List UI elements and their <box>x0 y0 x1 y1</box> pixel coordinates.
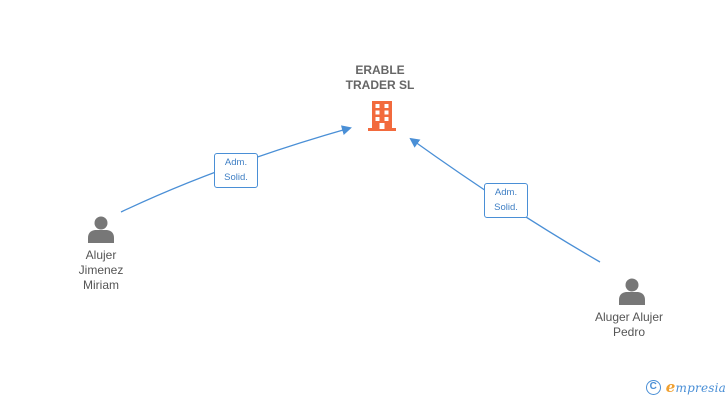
footer-brand[interactable]: C empresia <box>645 378 726 396</box>
edge-label-role: Adm. Solid. <box>214 153 258 188</box>
person-name-line3: Miriam <box>83 278 119 292</box>
person-icon[interactable] <box>617 276 647 306</box>
person-icon[interactable] <box>86 214 116 244</box>
edge-label-line2: Solid. <box>494 202 518 213</box>
person-name-pedro[interactable]: Aluger Alujer Pedro <box>569 310 689 340</box>
brand-name: mpresia <box>675 381 726 395</box>
brand-logo: empresia <box>666 378 726 396</box>
company-name[interactable]: ERABLE TRADER SL <box>320 63 440 93</box>
brand-initial: e <box>665 378 676 396</box>
copyright-icon: C <box>645 379 661 395</box>
edge-label-role: Adm. Solid. <box>484 183 528 218</box>
person-name-line1: Aluger Alujer <box>594 310 664 324</box>
person-name-line2: Pedro <box>612 325 646 339</box>
edge-label-line1: Adm. <box>494 187 518 198</box>
company-name-line1: ERABLE <box>355 63 405 77</box>
person-name-line1: Alujer <box>85 248 117 262</box>
person-name-line2: Jimenez <box>78 263 124 277</box>
edge-label-line2: Solid. <box>224 172 248 183</box>
edge-label-line1: Adm. <box>224 157 248 168</box>
building-icon[interactable] <box>366 99 398 133</box>
company-name-line2: TRADER SL <box>345 78 415 92</box>
person-name-miriam[interactable]: Alujer Jimenez Miriam <box>41 248 161 293</box>
